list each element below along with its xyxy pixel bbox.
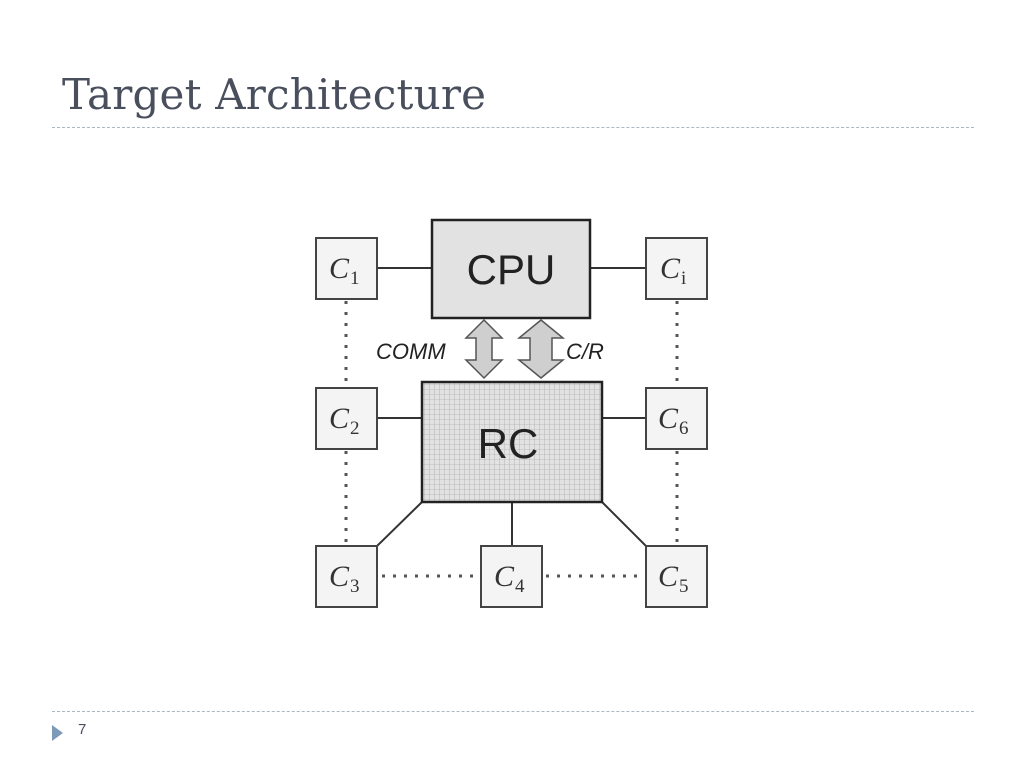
connections bbox=[376, 267, 647, 547]
cpu-block: CPU bbox=[430, 218, 592, 320]
rc-label: RC bbox=[478, 420, 539, 467]
component-c3: C3 bbox=[315, 545, 378, 608]
component-c6: C6 bbox=[645, 387, 708, 450]
svg-text:C5: C5 bbox=[658, 560, 689, 597]
rc-c3-link bbox=[376, 501, 423, 547]
comm-arrow bbox=[464, 318, 504, 380]
rc-block: RC bbox=[420, 380, 604, 504]
svg-text:C6: C6 bbox=[658, 402, 689, 439]
component-c2: C2 bbox=[315, 387, 378, 450]
cr-arrow bbox=[516, 319, 566, 379]
svg-text:C3: C3 bbox=[329, 560, 360, 597]
svg-text:C4: C4 bbox=[494, 560, 525, 597]
component-c1: C1 bbox=[315, 237, 378, 300]
svg-text:C1: C1 bbox=[329, 252, 360, 289]
svg-text:C2: C2 bbox=[329, 402, 360, 439]
footer-divider bbox=[52, 711, 974, 712]
dotted-links bbox=[344, 301, 679, 578]
triangle-bullet-icon bbox=[52, 725, 63, 741]
component-c4: C4 bbox=[480, 545, 543, 608]
component-c5: C5 bbox=[645, 545, 708, 608]
svg-text:Ci: Ci bbox=[660, 252, 686, 289]
cpu-label: CPU bbox=[467, 246, 556, 293]
comm-label: COMM bbox=[376, 339, 446, 364]
slide-title: Target Architecture bbox=[62, 70, 487, 119]
architecture-diagram: CPU RC COMM C/R C1 Ci C2 C6 C3 C4 C5 bbox=[315, 218, 708, 608]
cr-label: C/R bbox=[566, 339, 604, 364]
page-number: 7 bbox=[78, 721, 87, 738]
component-ci: Ci bbox=[645, 237, 708, 300]
title-divider bbox=[52, 127, 974, 128]
rc-c5-link bbox=[601, 501, 647, 547]
